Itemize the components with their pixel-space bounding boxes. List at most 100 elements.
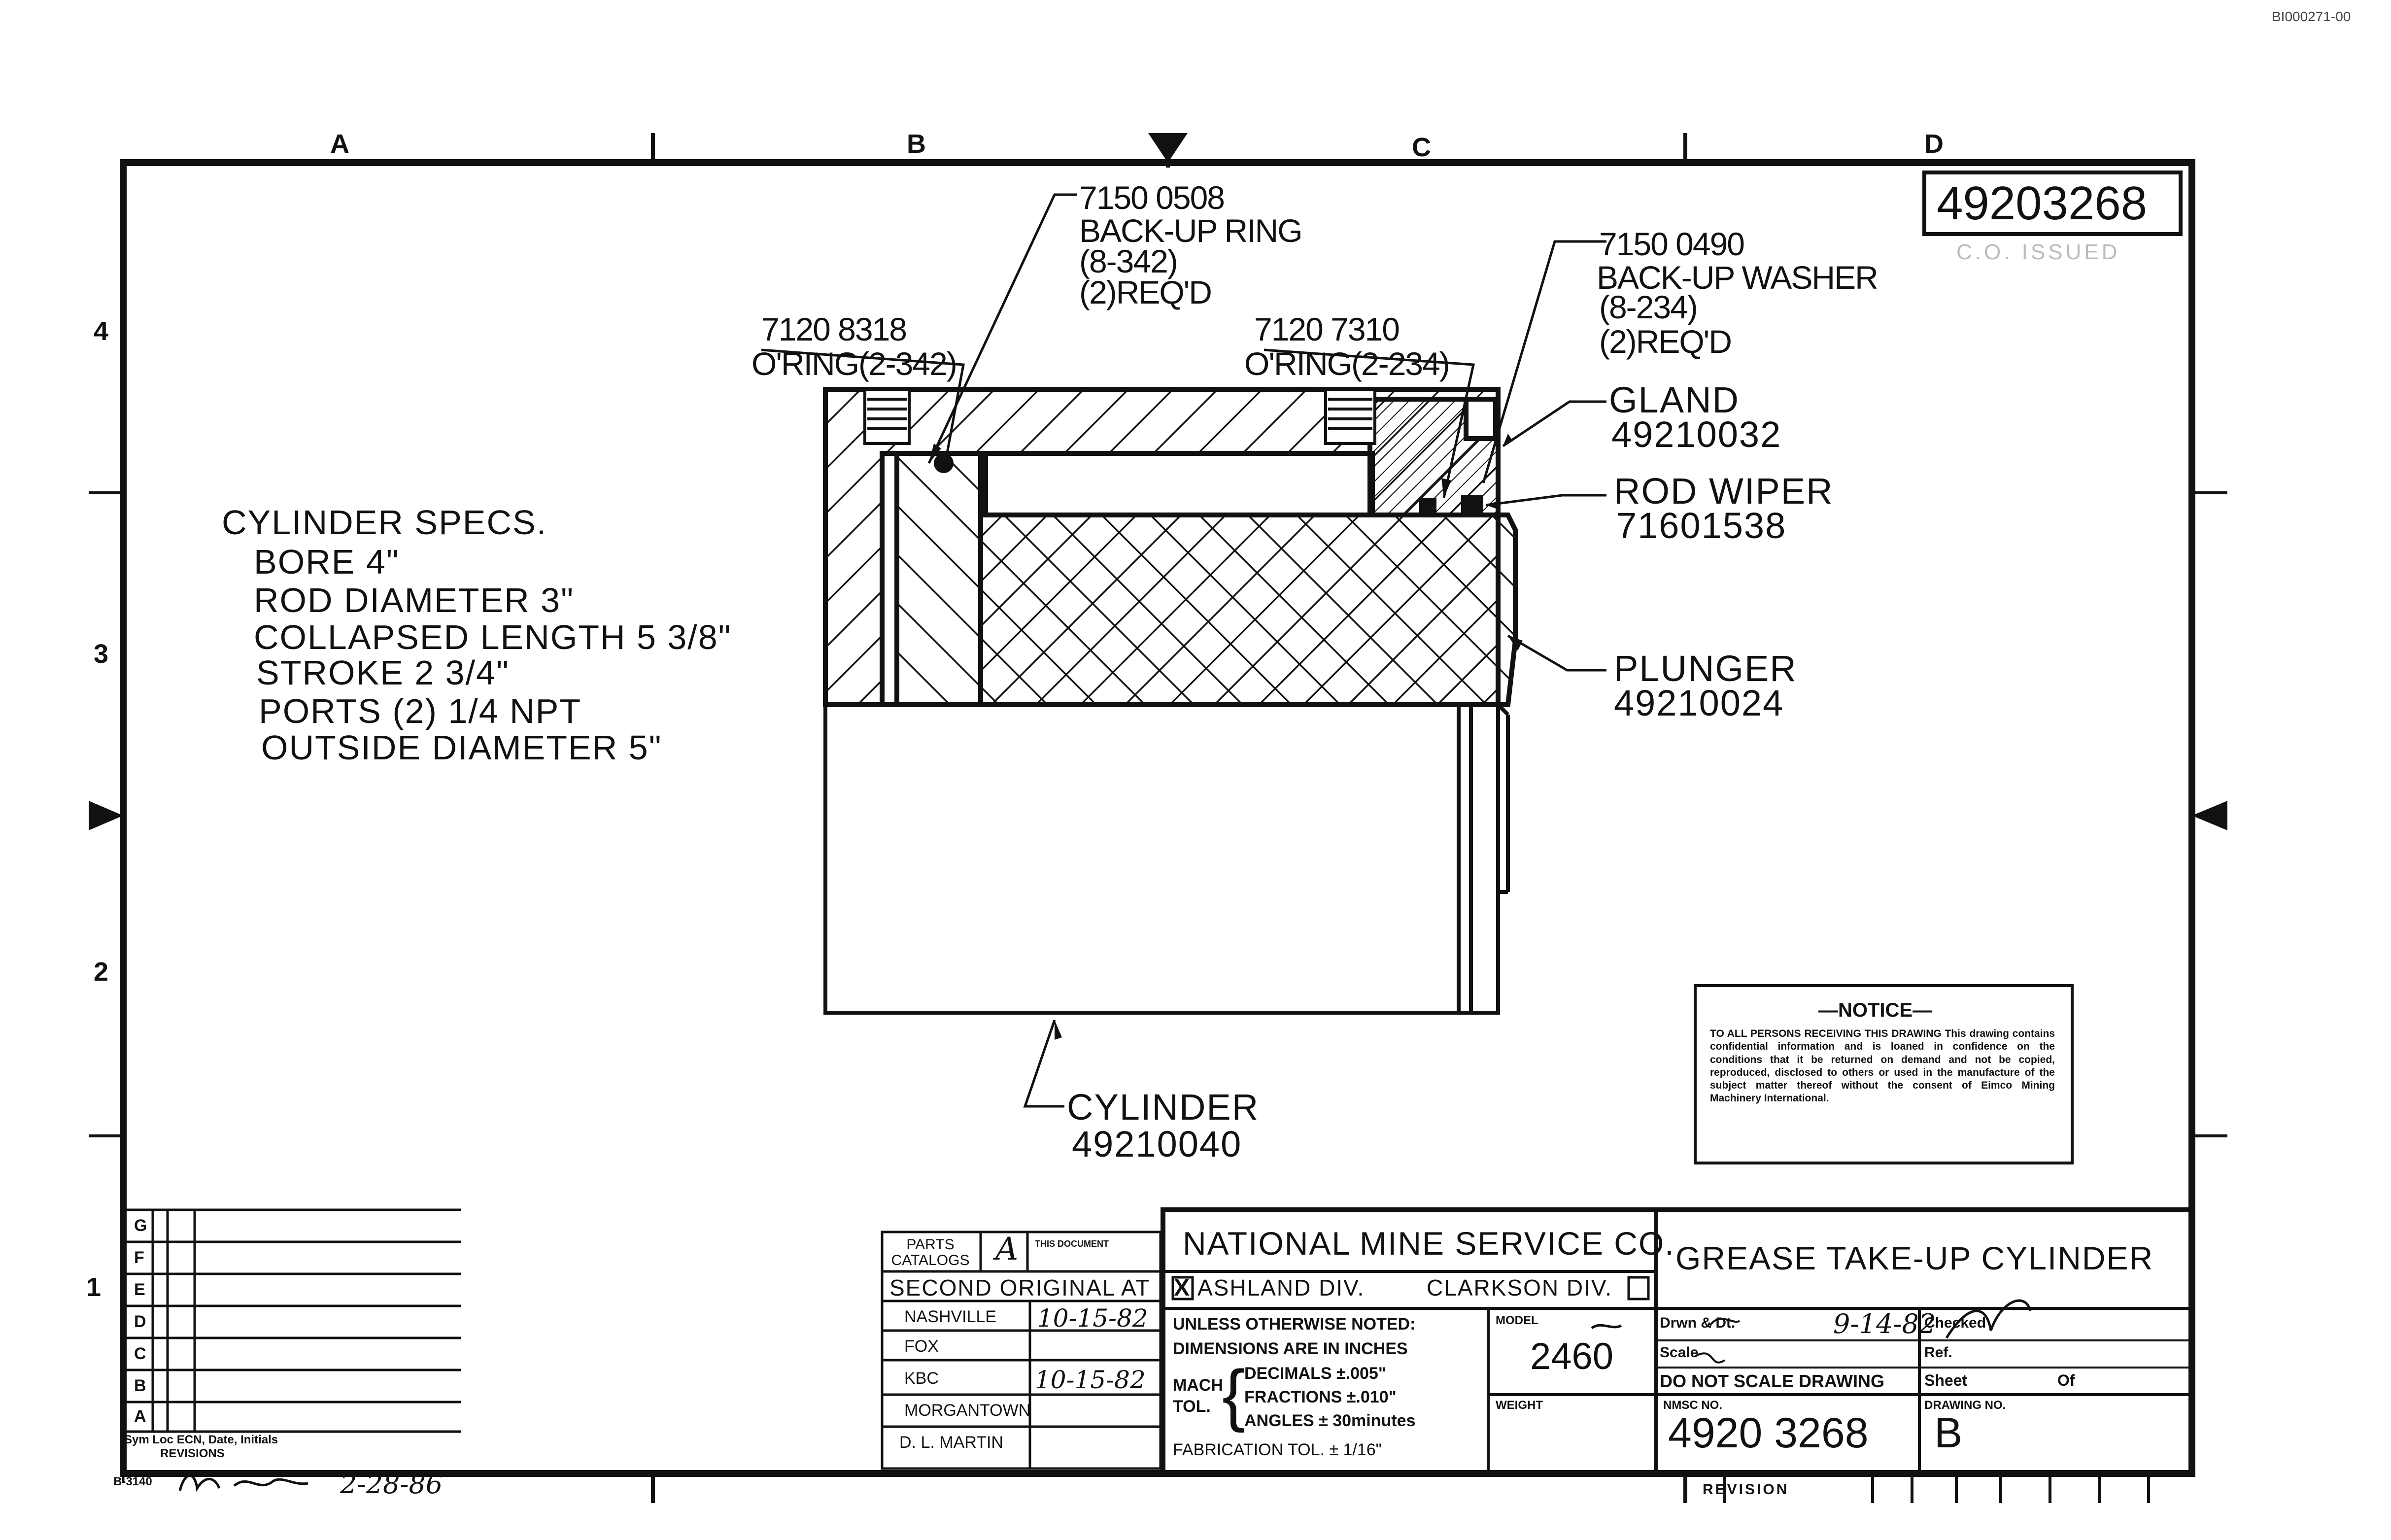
parts-catalog-mark: A [995, 1231, 1019, 1267]
tol-brace: { [1222, 1356, 1245, 1433]
zone-number-2: 2 [94, 957, 109, 987]
location-morgantown: MORGANTOWN [904, 1401, 1031, 1420]
oring-right-label: O'RING(2-234) [1244, 345, 1450, 382]
spec-bore: BORE 4" [254, 543, 400, 581]
nmsc-label: NMSC NO. [1663, 1399, 1722, 1412]
spec-collapsed-length: COLLAPSED LENGTH 5 3/8" [254, 618, 732, 656]
drawing-border [89, 133, 2227, 1503]
backup-washer-part-no: 7150 0490 [1599, 226, 1745, 262]
location-fox: FOX [904, 1337, 939, 1356]
drawing-number-box [1922, 171, 2183, 236]
drawing-title: GREASE TAKE-UP CYLINDER [1675, 1240, 2154, 1276]
notice-box [1694, 984, 2074, 1164]
cylinder-outline [823, 703, 1510, 1015]
oring-right-part-no: 7120 7310 [1254, 311, 1400, 347]
leader-lines [761, 193, 1606, 1108]
leader-arrowheads [929, 434, 1523, 1040]
zone-number-3: 3 [94, 639, 109, 669]
notice-body: TO ALL PERSONS RECEIVING THIS DRAWING Th… [1710, 1028, 2055, 1104]
rod-wiper-label: ROD WIPER [1614, 471, 1834, 512]
tol-angles: ANGLES ± 30minutes [1244, 1411, 1416, 1430]
spec-stroke: STROKE 2 3/4" [256, 653, 510, 692]
backup-ring-label: BACK-UP RING [1079, 212, 1303, 249]
div-left-check: X [1174, 1275, 1190, 1301]
rev-header: Sym Loc ECN, Date, Initials [124, 1433, 278, 1446]
parts-catalog-label: PARTS CATALOGS [891, 1236, 970, 1268]
second-original-label: SECOND ORIGINAL AT [889, 1275, 1151, 1300]
zone-number-4: 4 [94, 316, 109, 346]
revision-block-lines [122, 1208, 461, 1483]
revision-label: REVISION [1703, 1481, 1789, 1498]
div-right: CLARKSON DIV. [1427, 1275, 1613, 1300]
spec-outside-diameter: OUTSIDE DIAMETER 5" [261, 728, 662, 767]
drawing-number-top: 49203268 [1937, 177, 2148, 230]
location-kbc-date: 10-15-82 [1035, 1366, 1146, 1394]
sheet-label: Sheet [1924, 1371, 1968, 1389]
zone-letter-c: C [1412, 133, 1431, 162]
plunger-part-no: 49210024 [1614, 683, 1784, 723]
drawn-date: 9-14-82 [1833, 1308, 1936, 1339]
rev-row-c: C [134, 1344, 146, 1363]
rod-wiper-part-no: 71601538 [1616, 505, 1787, 546]
backup-washer-size: (8-234) [1599, 289, 1698, 325]
zone-letter-d: D [1924, 129, 1944, 159]
rev-row-g: G [134, 1216, 147, 1235]
drawn-label: Drwn & Dt. [1660, 1315, 1736, 1331]
centering-arrows [89, 133, 2227, 830]
location-kbc: KBC [904, 1369, 939, 1388]
location-nashville-date: 10-15-82 [1037, 1304, 1148, 1333]
tol-note-2: DIMENSIONS ARE IN INCHES [1173, 1339, 1408, 1358]
notice-title: —NOTICE— [1818, 999, 1933, 1021]
backup-ring-part-no: 7150 0508 [1079, 179, 1225, 216]
ref-label: Ref. [1924, 1344, 1952, 1361]
oring-left-label: O'RING(2-342) [751, 345, 957, 382]
document-id: BI000271-00 [2272, 9, 2351, 24]
cylinder-label: CYLINDER [1067, 1087, 1260, 1128]
specs-title: CYLINDER SPECS. [222, 503, 547, 542]
nmsc-number: 4920 3268 [1668, 1409, 1869, 1457]
plunger-label: PLUNGER [1614, 648, 1797, 689]
model-value: 2460 [1530, 1335, 1614, 1377]
model-label: MODEL [1496, 1314, 1538, 1327]
zone-letter-b: B [907, 129, 926, 159]
rev-row-e: E [134, 1280, 145, 1299]
company-name: NATIONAL MINE SERVICE CO. [1183, 1225, 1675, 1262]
do-not-scale: DO NOT SCALE DRAWING [1660, 1371, 1884, 1391]
backup-washer-label: BACK-UP WASHER [1597, 259, 1879, 296]
tol-decimals: DECIMALS ±.005" [1244, 1364, 1386, 1383]
form-number: B-3140 [113, 1475, 152, 1488]
rev-footer: REVISIONS [160, 1447, 225, 1460]
drawing-no-value: B [1934, 1409, 1963, 1457]
parts-catalog-note: THIS DOCUMENT [1035, 1239, 1109, 1249]
cylinder-section [823, 387, 1518, 707]
rev-row-f: F [134, 1248, 144, 1267]
rev-row-b: B [134, 1376, 146, 1395]
fab-tol: FABRICATION TOL. ± 1/16" [1173, 1440, 1382, 1459]
mach-tol: MACH TOL. [1173, 1376, 1223, 1416]
scale-label: Scale [1660, 1344, 1699, 1361]
rev-row-d: D [134, 1312, 146, 1331]
location-dl-martin: D. L. MARTIN [899, 1433, 1003, 1452]
spec-rod-diameter: ROD DIAMETER 3" [254, 581, 574, 619]
title-block-lines [1161, 1207, 2194, 1503]
location-nashville: NASHVILLE [904, 1307, 997, 1326]
weight-label: WEIGHT [1496, 1399, 1543, 1412]
gland-label: GLAND [1609, 379, 1740, 420]
backup-washer-qty: (2)REQ'D [1599, 323, 1732, 360]
backup-ring-qty: (2)REQ'D [1079, 274, 1212, 310]
drawing-no-label: DRAWING NO. [1924, 1399, 2006, 1412]
div-left: ASHLAND DIV. [1197, 1275, 1365, 1300]
issued-stamp: C.O. ISSUED [1956, 240, 2120, 264]
gland-part-no: 49210032 [1611, 414, 1782, 455]
tol-fractions: FRACTIONS ±.010" [1244, 1388, 1397, 1406]
signoff-date: 2-28-86 [340, 1469, 443, 1500]
rev-row-a: A [134, 1407, 146, 1426]
cylinder-part-no: 49210040 [1072, 1124, 1242, 1164]
parts-catalog-lines [881, 1231, 1162, 1470]
zone-letter-a: A [330, 129, 349, 159]
zone-number-1: 1 [86, 1272, 102, 1302]
backup-ring-size: (8-342) [1079, 243, 1178, 279]
oring-left-part-no: 7120 8318 [761, 311, 907, 347]
